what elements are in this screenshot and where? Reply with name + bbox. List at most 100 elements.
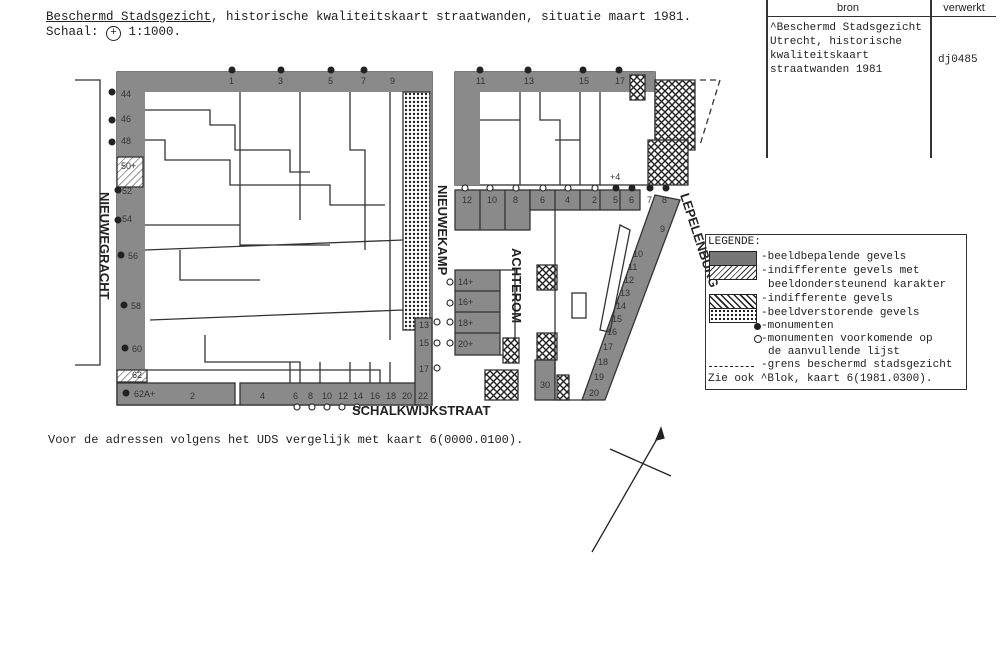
house-number: 7 (647, 195, 652, 205)
house-number: 2 (592, 195, 597, 205)
house-number: 8 (513, 195, 518, 205)
house-number: 13 (524, 76, 534, 86)
title-rest: , historische kwaliteitskaart straatwand… (211, 10, 692, 24)
source-table: bron verwerkt ^Beschermd Stadsgezicht Ut… (766, 0, 996, 158)
legend-item: -beeldverstorende gevels (761, 307, 920, 319)
house-number: 11 (476, 76, 485, 86)
house-number: 14 (616, 301, 626, 311)
house-number: 11 (628, 262, 637, 272)
scale-label: Schaal: (46, 25, 99, 39)
canal-outline (75, 79, 101, 366)
processed-code: dj0485 (938, 54, 978, 66)
legend-item: -monumenten (761, 320, 834, 332)
street-schalkwijkstraat: SCHALKWIJKSTRAAT (352, 403, 490, 418)
house-number: 17 (603, 342, 613, 352)
house-number: 2 (190, 391, 195, 401)
map-title: Beschermd Stadsgezicht, historische kwal… (46, 10, 691, 25)
house-number: 6 (540, 195, 545, 205)
legend-item: -monumenten voorkomende op (761, 333, 933, 345)
house-number: 10 (487, 195, 497, 205)
house-number: 8 (662, 195, 667, 205)
house-number: 60 (132, 344, 142, 354)
house-number: 30 (540, 380, 550, 390)
house-number: 15 (579, 76, 589, 86)
house-number: 8 (308, 391, 313, 401)
house-number: +4 (610, 172, 620, 182)
title-underlined: Beschermd Stadsgezicht (46, 10, 212, 24)
house-number: 62 (132, 370, 142, 380)
street-nieuwegracht: NIEUWEGRACHT (97, 192, 112, 300)
table-divider (766, 16, 996, 17)
house-number: 12 (338, 391, 348, 401)
house-number: 44 (121, 89, 131, 99)
house-number: 7 (361, 76, 366, 86)
house-number: 10 (322, 391, 332, 401)
house-number: 50+ (121, 161, 136, 171)
source-text: ^Beschermd Stadsgezicht Utrecht, histori… (770, 22, 922, 76)
footnote: Voor de adressen volgens het UDS vergeli… (48, 433, 524, 447)
house-number: 56 (128, 251, 138, 261)
monument-icon (754, 323, 761, 330)
house-number: 5 (613, 195, 618, 205)
legend-item: -grens beschermd stadsgezicht (761, 359, 953, 371)
swatch-dots (709, 308, 757, 323)
house-number: 58 (131, 301, 141, 311)
street-achterom: ACHTEROM (509, 248, 524, 323)
house-number: 6 (293, 391, 298, 401)
house-number: 13 (419, 320, 429, 330)
legend-item: -beeldbepalende gevels (761, 251, 907, 263)
house-number: 17 (419, 364, 429, 374)
house-number: 52 (122, 186, 132, 196)
house-number: 14 (353, 391, 363, 401)
legend-item: -indifferente gevels (761, 293, 894, 305)
house-number: 62A+ (134, 389, 155, 399)
swatch-dark (709, 251, 757, 266)
legend-item: -indifferente gevels met (761, 265, 920, 277)
house-number: 19 (594, 372, 604, 382)
house-number: 6 (629, 195, 634, 205)
swatch-cross (709, 294, 757, 309)
house-number: 4 (260, 391, 265, 401)
house-number: 17 (615, 76, 625, 86)
header-source: bron (836, 2, 860, 14)
north-arrow-icon (591, 426, 672, 553)
house-number: 46 (121, 114, 131, 124)
house-number: 15 (612, 314, 622, 324)
scale: Schaal: + 1:1000. (46, 25, 181, 41)
street-nieuwekamp: NIEUWEKAMP (435, 185, 450, 276)
legend-item: de aanvullende lijst (768, 346, 901, 358)
house-number: 1 (229, 76, 234, 86)
house-number: 16 (370, 391, 380, 401)
legend-item: beeldondersteunend karakter (768, 279, 947, 291)
legend-title: LEGENDE: (708, 236, 761, 248)
block-left (116, 71, 433, 406)
monument-supplementary-icon (754, 335, 762, 343)
house-number: 16+ (458, 297, 473, 307)
house-number: 20 (402, 391, 412, 401)
table-divider (930, 0, 932, 158)
lepelenburg-strip (581, 194, 681, 401)
house-number: 12 (624, 275, 634, 285)
house-number: 18 (386, 391, 396, 401)
house-number: 16 (607, 327, 617, 337)
house-number: 20 (589, 388, 599, 398)
house-number: 20+ (458, 339, 473, 349)
house-number: 15 (419, 338, 429, 348)
house-number: 5 (328, 76, 333, 86)
table-divider (766, 0, 768, 158)
header-processed: verwerkt (943, 2, 985, 14)
house-number: 48 (121, 136, 131, 146)
house-number: 18 (598, 357, 608, 367)
swatch-hatch (709, 265, 757, 280)
legend-see-also: Zie ook ^Blok, kaart 6(1981.0300). (708, 373, 933, 385)
house-number: 9 (390, 76, 395, 86)
house-number: 14+ (458, 277, 473, 287)
legend: LEGENDE: -beeldbepalende gevels -indiffe… (705, 234, 967, 390)
house-number: 22 (418, 391, 428, 401)
boundary-line-icon (709, 366, 754, 367)
house-number: 3 (278, 76, 283, 86)
scale-value: 1:1000. (128, 25, 182, 39)
house-number: 12 (462, 195, 472, 205)
house-number: 9 (660, 224, 665, 234)
house-number: 18+ (458, 318, 473, 328)
